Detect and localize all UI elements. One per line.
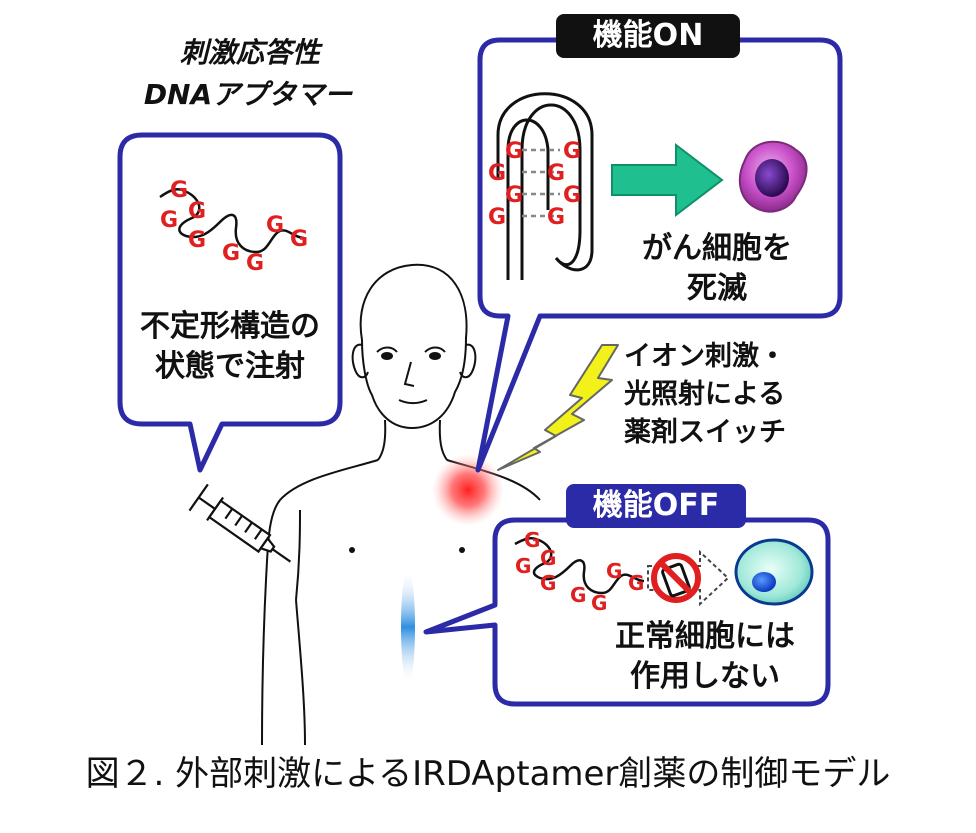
base-g: G xyxy=(488,161,506,186)
base-g: G xyxy=(515,554,531,578)
on-panel-line1: がん細胞を xyxy=(642,231,792,266)
base-g: G xyxy=(591,591,607,615)
base-g: G xyxy=(160,208,178,233)
function-off-panel xyxy=(423,517,831,707)
unstructured-aptamer-strand: G G G G G G G G xyxy=(159,178,308,276)
function-on-badge: 機能ON xyxy=(556,14,740,58)
function-on-panel xyxy=(475,37,843,473)
left-speech-bubble xyxy=(117,132,343,473)
human-figure xyxy=(261,263,541,746)
switch-label-line3: 薬剤スイッチ xyxy=(624,417,786,448)
off-panel-line2: 作用しない xyxy=(630,659,780,694)
left-bubble-line2: 状態で注射 xyxy=(155,349,305,384)
figure-caption: 図２. 外部刺激によるIRDAptamer創薬の制御モデル xyxy=(85,754,891,794)
base-g: G xyxy=(188,199,206,224)
base-g: G xyxy=(505,183,523,208)
base-g: G xyxy=(222,241,240,266)
base-g: G xyxy=(170,178,188,203)
base-g: G xyxy=(563,183,581,208)
switch-label-line2: 光照射による xyxy=(624,379,786,410)
base-g: G xyxy=(505,139,523,164)
g-quadruplex-structure: G G G G G G G G xyxy=(488,92,594,280)
base-g: G xyxy=(188,228,206,253)
base-g: G xyxy=(570,583,586,607)
aptamer-title-line2: DNAアプタマー xyxy=(143,78,353,111)
inactive-aptamer-strand: G G G G G G G G xyxy=(514,528,644,615)
base-g: G xyxy=(547,161,565,186)
lightning-bolt-icon xyxy=(497,344,619,471)
red-stimulus-spot xyxy=(432,454,504,526)
cancer-cell-icon xyxy=(738,140,808,213)
syringe-icon xyxy=(188,483,292,563)
base-g: G xyxy=(266,213,284,238)
on-panel-line2: 死滅 xyxy=(687,271,747,306)
base-g: G xyxy=(547,205,565,230)
base-g: G xyxy=(540,571,556,595)
base-g: G xyxy=(246,251,264,276)
prohibition-icon xyxy=(651,553,701,603)
blue-normal-spot xyxy=(401,569,415,685)
function-off-badge: 機能OFF xyxy=(566,484,746,528)
base-g: G xyxy=(563,139,581,164)
normal-cell-icon xyxy=(734,538,814,606)
base-g: G xyxy=(606,559,622,583)
base-g: G xyxy=(524,528,540,552)
base-g: G xyxy=(290,227,308,252)
base-g: G xyxy=(628,571,644,595)
left-bubble-line1: 不定形構造の xyxy=(140,309,320,344)
activation-arrow-icon xyxy=(611,142,724,218)
off-panel-line1: 正常細胞には xyxy=(615,619,795,654)
switch-label-line1: イオン刺激・ xyxy=(624,341,786,372)
aptamer-title-line1: 刺激応答性 xyxy=(179,36,320,69)
base-g: G xyxy=(540,546,556,570)
base-g: G xyxy=(488,205,506,230)
